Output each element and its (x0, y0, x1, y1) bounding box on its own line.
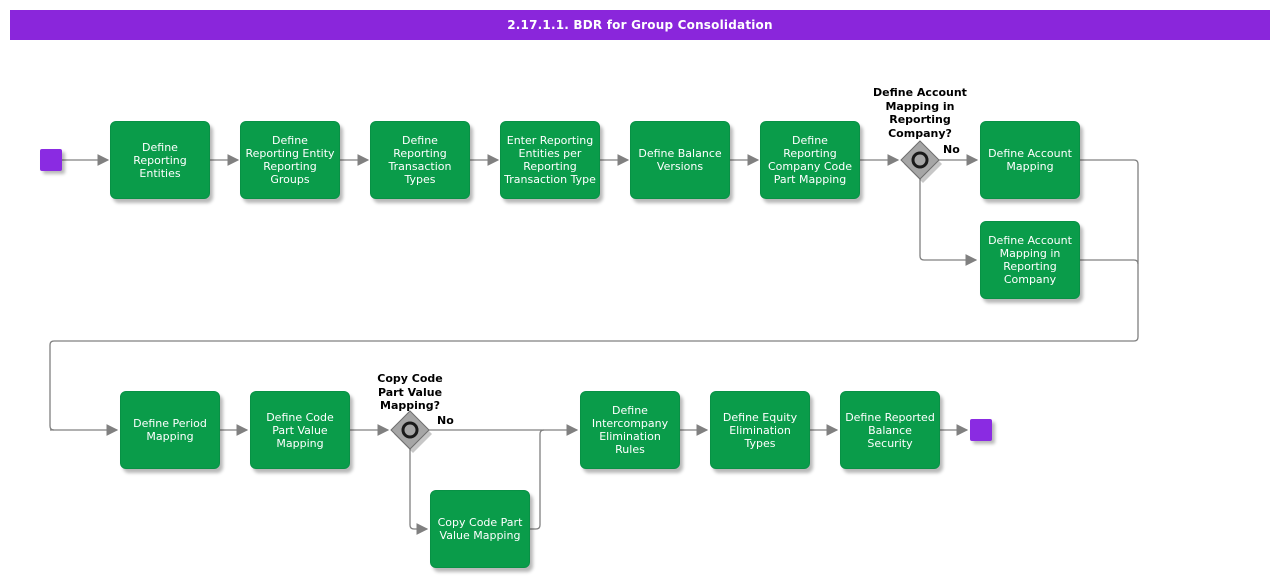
diagram-title: 2.17.1.1. BDR for Group Consolidation (507, 18, 773, 32)
activity-label: Define Equity Elimination Types (722, 410, 798, 450)
activity-label: Define Account Mapping in Reporting Comp… (988, 234, 1072, 286)
activity-label: Define Period Mapping (133, 417, 207, 443)
decision-diamond-icon (390, 410, 430, 450)
activity-define-reporting-entities[interactable]: Define Reporting Entities (110, 121, 210, 199)
activity-define-equity-elimination-types[interactable]: Define Equity Elimination Types (710, 391, 810, 469)
activity-define-reporting-company-code-part-mapping[interactable]: Define Reporting Company Code Part Mappi… (760, 121, 860, 199)
activity-label: Define Account Mapping (988, 147, 1072, 173)
start-node (40, 149, 62, 171)
connector-b8-join (1080, 259, 1139, 265)
decision-account-mapping (900, 140, 942, 183)
connector-loop-to-row2 (49, 159, 1139, 431)
activity-label: Define Code Part Value Mapping (266, 410, 334, 450)
activity-label: Define Reported Balance Security (845, 410, 935, 450)
activity-define-reported-balance-security[interactable]: Define Reported Balance Security (840, 391, 940, 469)
connector-decision1-yes-branch (919, 179, 978, 266)
end-node (970, 419, 992, 441)
activity-define-period-mapping[interactable]: Define Period Mapping (120, 391, 220, 469)
activity-copy-code-part-value-mapping[interactable]: Copy Code Part Value Mapping (430, 490, 530, 568)
activity-label: Copy Code Part Value Mapping (437, 516, 523, 542)
decision-question-account-mapping: Define Account Mapping in Reporting Comp… (873, 86, 967, 140)
decision-diamond-icon (900, 140, 940, 180)
connector-decision2-yes-branch (409, 449, 429, 535)
branch-label-no-1: No (943, 143, 960, 156)
activity-define-code-part-value-mapping[interactable]: Define Code Part Value Mapping (250, 391, 350, 469)
activity-label: Enter Reporting Entities per Reporting T… (504, 134, 596, 186)
decision-ring-icon (401, 421, 419, 439)
activity-label: Define Reporting Entities (133, 140, 187, 180)
activity-label: Define Reporting Entity Reporting Groups (245, 134, 335, 186)
activity-define-reporting-transaction-types[interactable]: Define Reporting Transaction Types (370, 121, 470, 199)
activity-enter-reporting-entities-per-reporting-transaction-type[interactable]: Enter Reporting Entities per Reporting T… (500, 121, 600, 199)
decision-question-copy-code-part: Copy Code Part Value Mapping? (377, 372, 443, 412)
activity-define-intercompany-elimination-rules[interactable]: Define Intercompany Elimination Rules (580, 391, 680, 469)
activity-label: Define Intercompany Elimination Rules (591, 404, 669, 456)
decision-copy-code-part (390, 410, 432, 453)
activity-define-reporting-entity-reporting-groups[interactable]: Define Reporting Entity Reporting Groups (240, 121, 340, 199)
activity-define-account-mapping-in-reporting-company[interactable]: Define Account Mapping in Reporting Comp… (980, 221, 1080, 299)
activity-define-account-mapping[interactable]: Define Account Mapping (980, 121, 1080, 199)
activity-label: Define Balance Versions (638, 147, 722, 173)
activity-label: Define Reporting Transaction Types (388, 134, 452, 186)
activity-label: Define Reporting Company Code Part Mappi… (768, 134, 852, 186)
connector-b11-join (530, 429, 545, 530)
activity-define-balance-versions[interactable]: Define Balance Versions (630, 121, 730, 199)
diagram-title-bar: 2.17.1.1. BDR for Group Consolidation (10, 10, 1270, 40)
branch-label-no-2: No (437, 414, 454, 427)
decision-ring-icon (911, 151, 929, 169)
